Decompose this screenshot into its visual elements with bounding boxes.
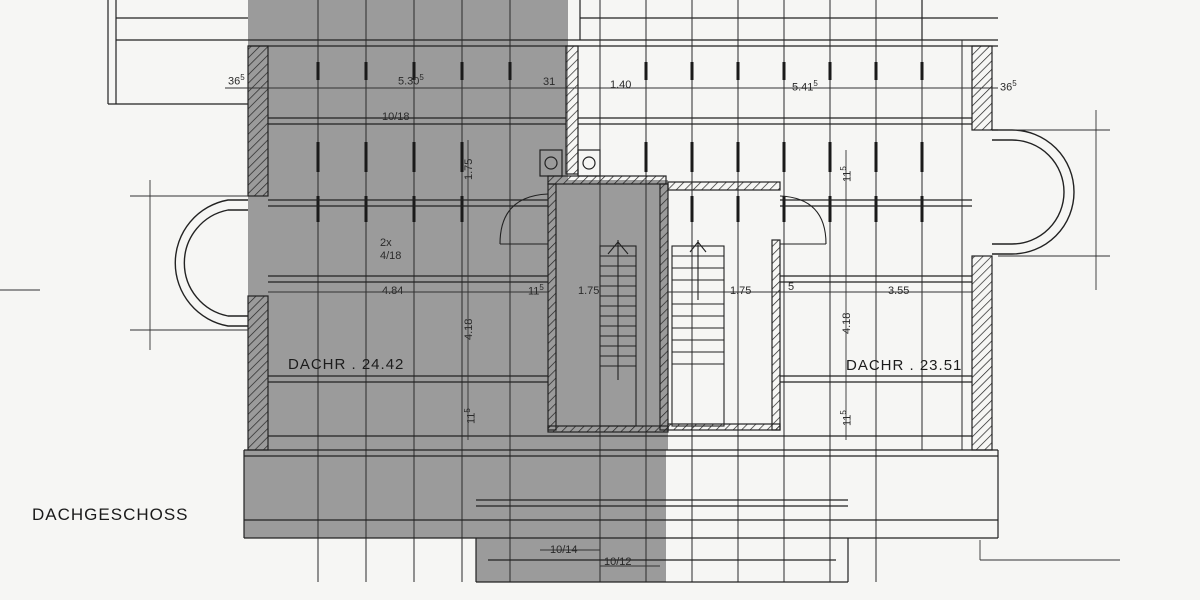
dim-stair-right-width: 1.75 — [730, 285, 752, 297]
dim-wall-right: 365 — [1000, 80, 1017, 94]
dim-vert-418-left: 4.18 — [463, 318, 475, 340]
room-label-right: DACHR . 23.51 — [846, 357, 963, 374]
dim-value: 11 — [465, 412, 478, 424]
purlins — [243, 117, 999, 583]
dim-left-width: 5.305 — [398, 74, 424, 88]
staircase-right — [671, 195, 827, 427]
dim-superscript: 5 — [813, 79, 818, 88]
dim-superscript: 5 — [839, 166, 848, 171]
beam-label-left: 10/18 — [382, 111, 410, 123]
dim-superscript: 5 — [1012, 79, 1017, 88]
dim-right-small: 1.40 — [610, 79, 632, 91]
dim-value: 5.41 — [792, 81, 814, 94]
bottom-beam-label-2: 10/12 — [604, 556, 632, 568]
dim-vert-418-right: 4.18 — [841, 312, 853, 334]
dim-stair-left-width: 1.75 — [578, 285, 600, 297]
dim-right-width: 5.415 — [792, 80, 818, 94]
dim-superscript: 5 — [839, 410, 848, 415]
top-frame — [248, 0, 998, 47]
dim-left-span: 4.84 — [382, 285, 404, 297]
dim-stair-gap: 115 — [528, 284, 544, 298]
floor-title: DACHGESCHOSS — [32, 505, 189, 524]
dim-value: 36 — [1000, 81, 1013, 94]
dim-stair-right-sup: 5 — [788, 281, 795, 293]
rafters — [317, 0, 963, 582]
dim-right-span: 3.55 — [888, 285, 910, 297]
dim-value: 11 — [841, 170, 854, 182]
dim-vert-175: 1.75 — [463, 158, 475, 180]
dim-vert-115-right-top: 115 — [839, 166, 854, 182]
bottom-beam-label-1: 10/14 — [550, 544, 578, 556]
dim-wall-left: 365 — [228, 74, 245, 88]
dim-superscript: 5 — [539, 283, 544, 292]
room-label-left: DACHR . 24.42 — [288, 356, 405, 373]
dim-vert-115-left-bottom: 115 — [463, 408, 478, 424]
top-left-balcony — [107, 0, 248, 105]
dormer-right — [992, 129, 1075, 255]
rafter-note-line2: 4/18 — [380, 250, 402, 262]
dim-superscript: 5 — [419, 73, 424, 82]
shaded-region — [244, 0, 668, 582]
dim-center-wall: 31 — [543, 76, 556, 88]
dormer-left — [174, 199, 248, 327]
dim-superscript: 5 — [463, 408, 472, 413]
dim-superscript: 5 — [240, 73, 245, 82]
dim-value: 36 — [228, 75, 241, 88]
staircase-left — [499, 193, 637, 427]
dimension-lines — [0, 87, 1120, 567]
dim-value: 5.30 — [398, 75, 420, 88]
dim-value: 11 — [528, 285, 540, 298]
rafter-note-line1: 2x — [380, 237, 392, 249]
exterior-walls — [247, 45, 993, 451]
dim-vert-115-right-bottom: 115 — [839, 410, 854, 426]
dim-value: 11 — [841, 414, 854, 426]
